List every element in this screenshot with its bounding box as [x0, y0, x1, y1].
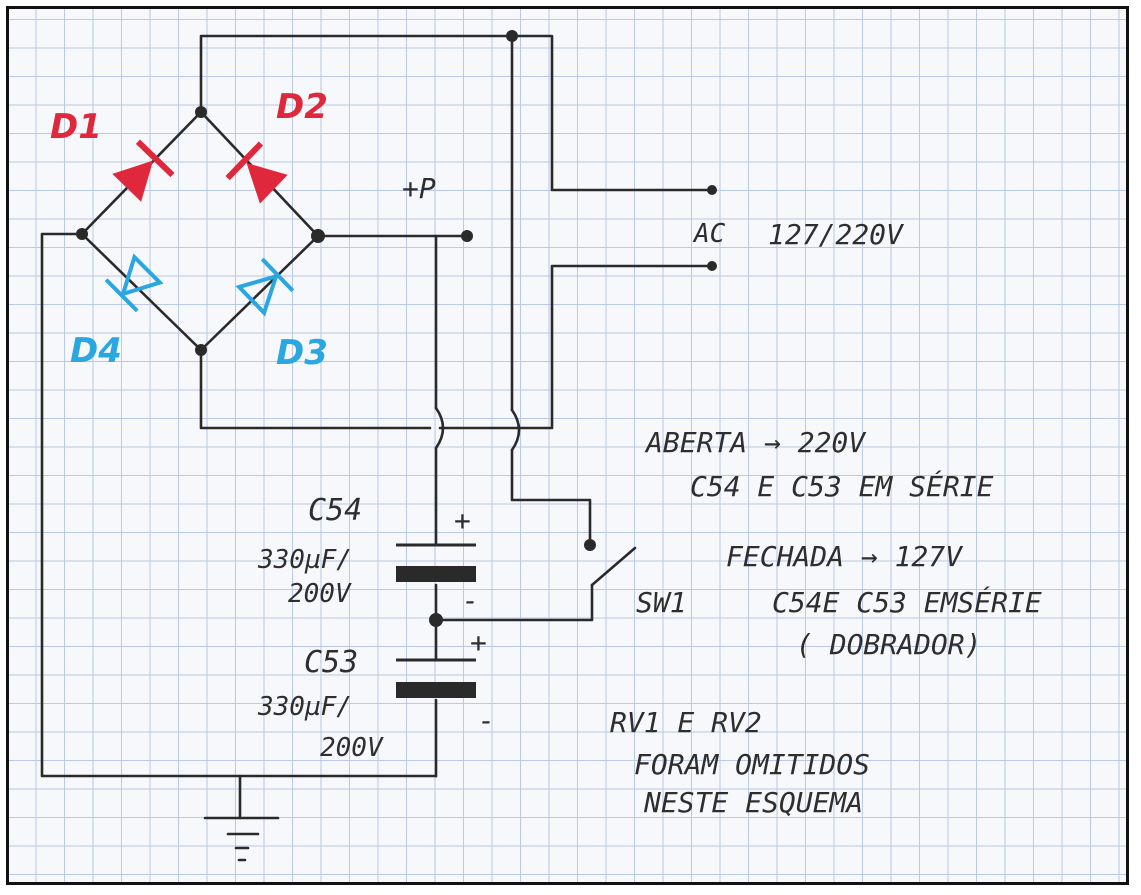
wire-ac-return — [438, 264, 714, 430]
diode-d3-label: D3 — [276, 333, 328, 373]
note-fechada: FECHADA → 127V — [726, 540, 964, 573]
diode-d4-symbol — [104, 253, 164, 313]
note-aberta: ABERTA → 220V — [644, 426, 867, 459]
c54-label: C54 — [308, 493, 362, 528]
bridge-d4-leg — [80, 232, 203, 352]
wire-mid-to-switch — [434, 583, 594, 622]
c53-value-line2: 200V — [320, 733, 384, 763]
sw1-lever — [590, 546, 637, 587]
c53-minus: - — [478, 704, 495, 737]
node-bridge-right — [311, 229, 325, 243]
diode-d3-symbol — [235, 257, 295, 317]
note-fechada-desc: C54E C53 EMSÉRIE — [772, 585, 1042, 619]
graph-paper-sheet — [6, 6, 1129, 885]
wire-left-rail — [40, 232, 438, 778]
capacitor-c54-symbol — [396, 543, 476, 582]
note-fechada-paren: ( DOBRADOR) — [796, 628, 981, 661]
sw1-label: SW1 — [636, 586, 687, 619]
bridge-d3-leg — [199, 234, 320, 352]
wire-bridge-bottom — [199, 348, 432, 430]
wire-top-to-ac — [510, 34, 714, 192]
diode-d1-label: D1 — [50, 107, 102, 147]
plus-p-label: +P — [402, 172, 436, 205]
c53-plus: + — [470, 626, 487, 659]
node-ac-2 — [707, 261, 717, 271]
wire-crossover-2 — [434, 406, 445, 450]
node-bridge-top — [195, 106, 207, 118]
node-switch-contact — [584, 539, 596, 551]
node-bridge-left — [76, 228, 88, 240]
diode-d1-symbol — [112, 139, 175, 202]
c53-value-line1: 330µF/ — [257, 692, 352, 722]
node-capacitor-mid — [429, 613, 443, 627]
c54-value-line2: 200V — [288, 579, 352, 609]
wire-crossover-1 — [510, 408, 521, 452]
c54-value-line1: 330µF/ — [257, 545, 352, 575]
diode-d4-label: D4 — [70, 331, 122, 371]
note-aberta-desc: C54 E C53 EM SÉRIE — [690, 469, 994, 503]
c54-plus: + — [454, 504, 471, 537]
diode-d2-symbol — [225, 141, 288, 204]
c54-minus: - — [462, 584, 479, 617]
node-top-junction — [506, 30, 518, 42]
diode-d2-label: D2 — [276, 87, 328, 127]
capacitor-c53-symbol — [396, 658, 476, 698]
ac-label: AC — [692, 219, 726, 249]
wire-switch-top — [510, 448, 592, 547]
note-rv-line1: RV1 E RV2 — [610, 706, 762, 739]
wire-top-rail — [199, 34, 514, 114]
node-bridge-bottom — [195, 344, 207, 356]
junctions — [76, 30, 717, 627]
ac-voltage-label: 127/220V — [768, 218, 905, 251]
node-plus-p — [461, 230, 473, 242]
note-rv-line2: FORAM OMITIDOS — [634, 748, 870, 781]
c53-label: C53 — [304, 645, 358, 680]
note-rv-line3: NESTE ESQUEMA — [643, 786, 863, 819]
node-ac-1 — [707, 185, 717, 195]
